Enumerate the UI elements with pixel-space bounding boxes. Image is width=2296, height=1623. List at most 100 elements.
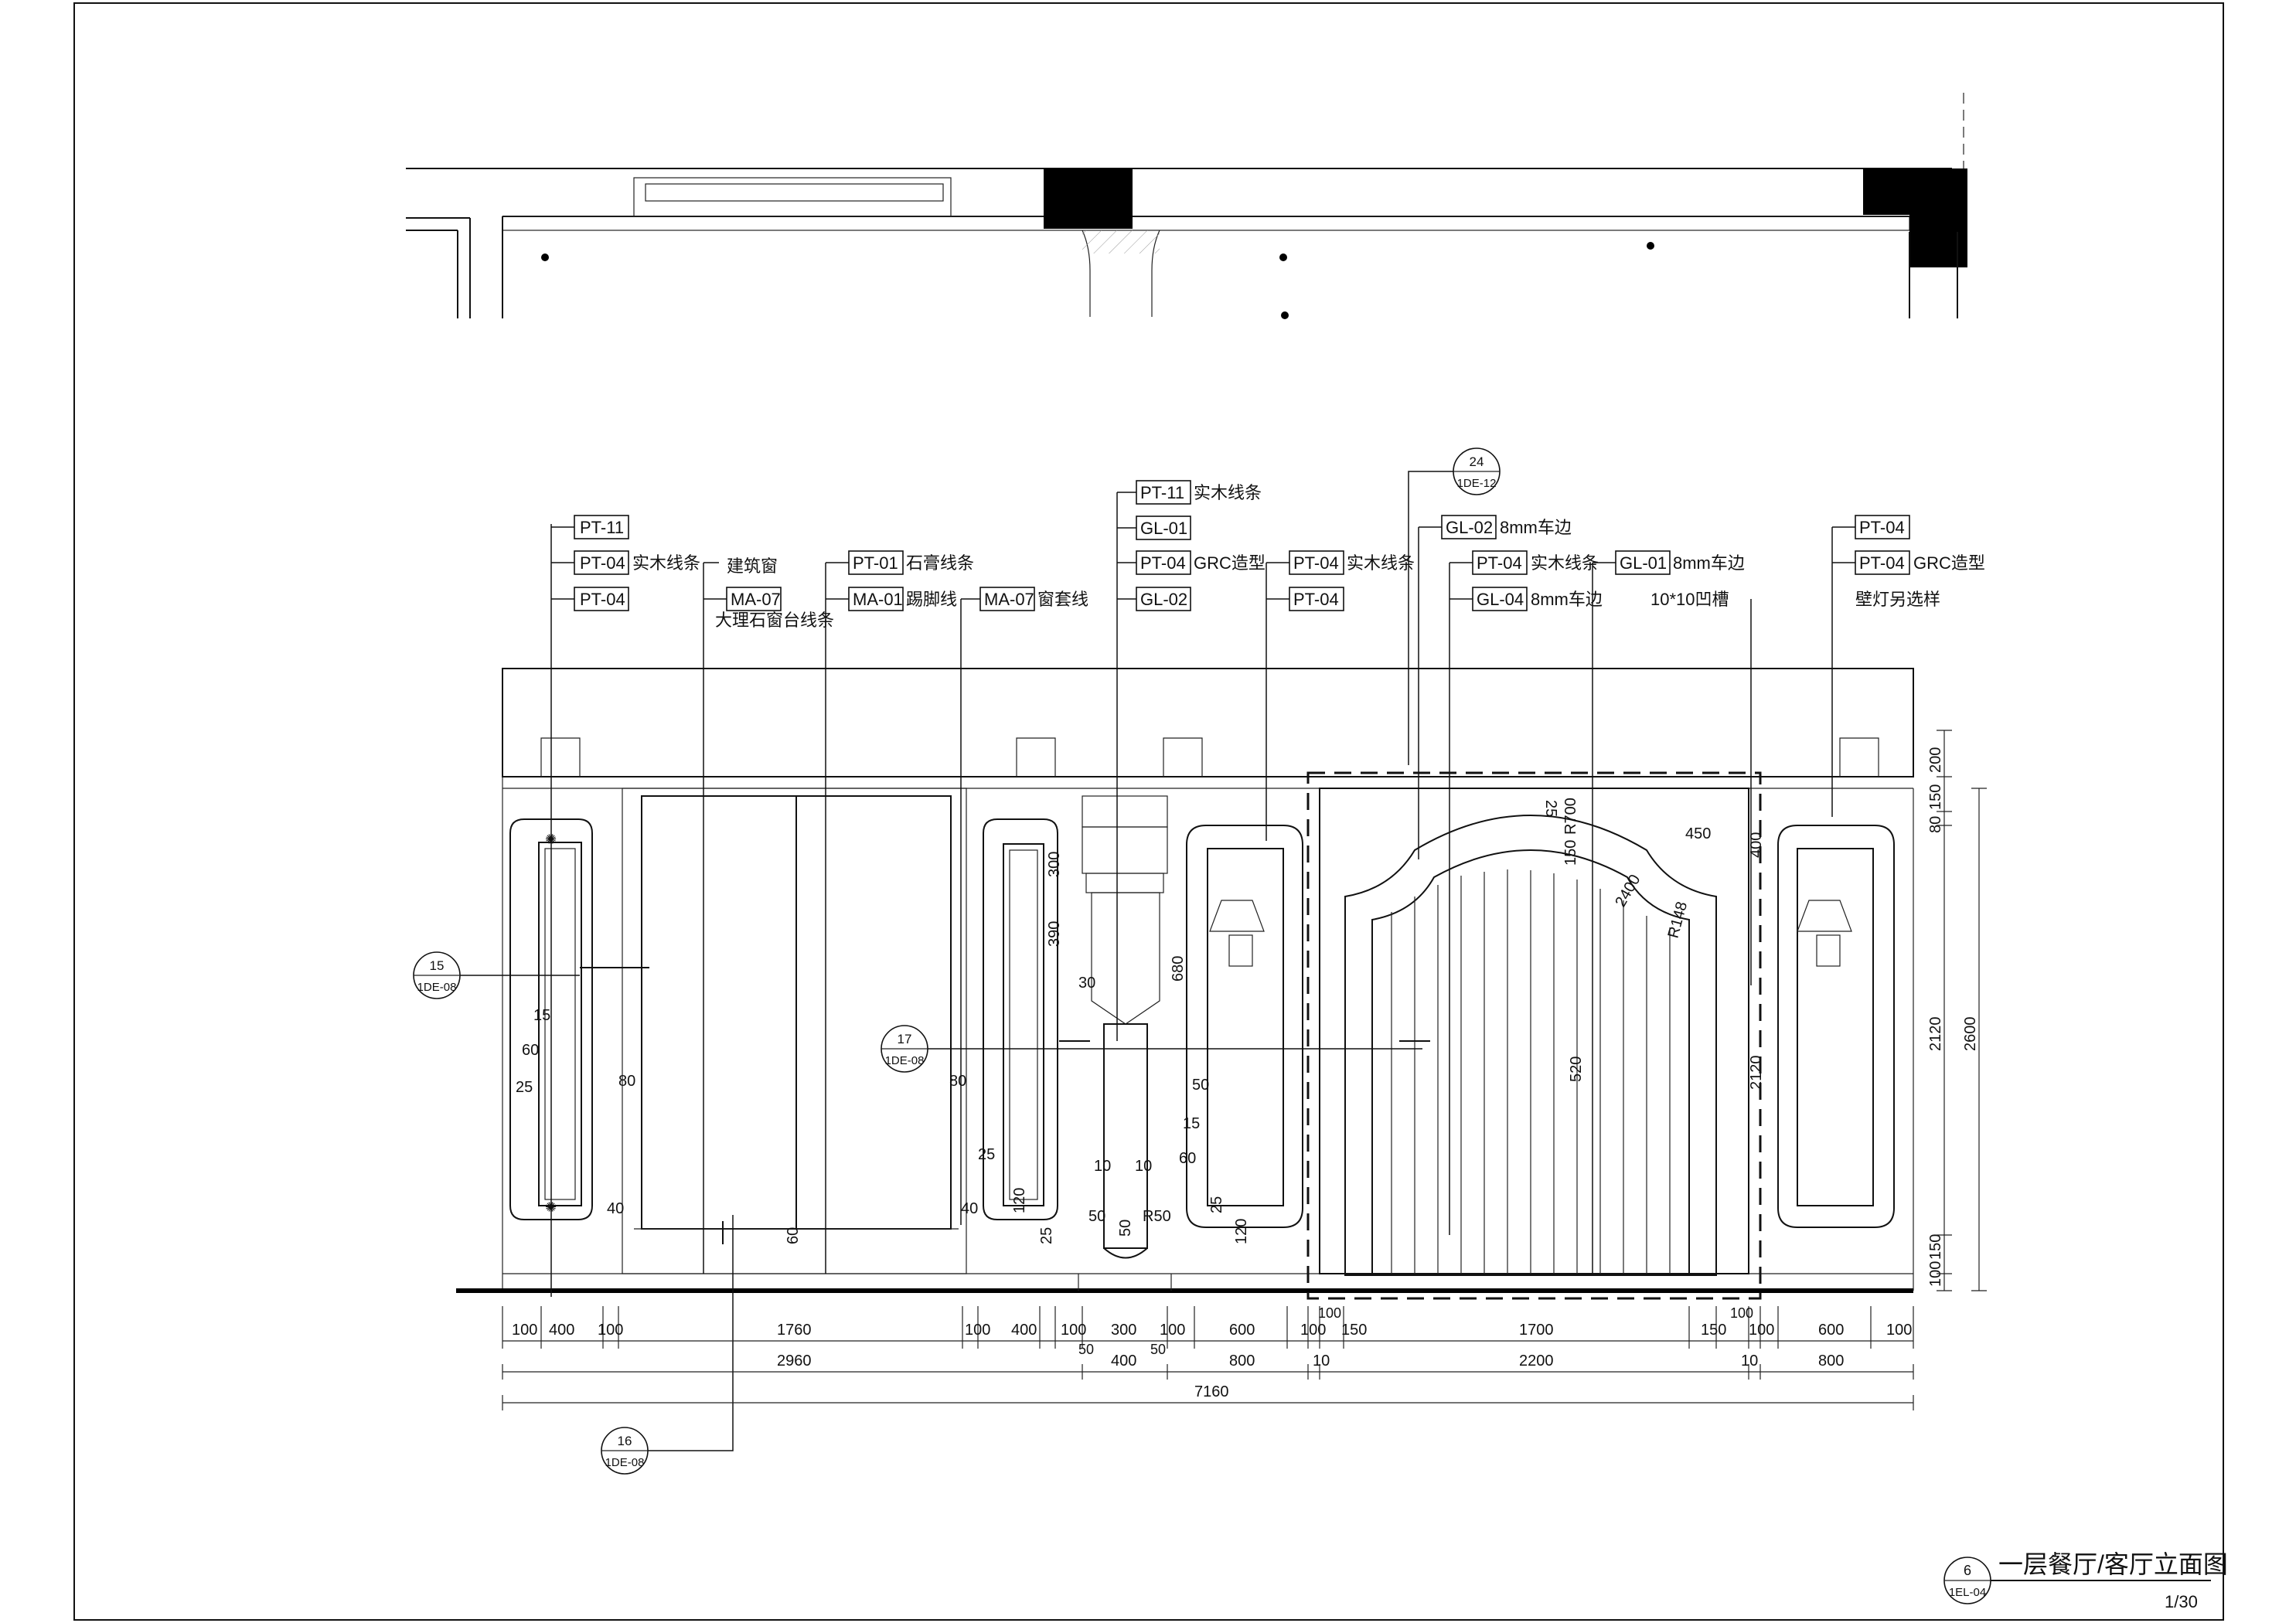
svg-text:2120: 2120	[1927, 1017, 1944, 1052]
tag-note: 实木线条	[1531, 553, 1599, 573]
svg-text:150: 150	[1927, 784, 1944, 810]
material-tag-group-7: GL-02 8mm车边 PT-04 GL-04 实木线条 8mm车边	[1418, 515, 1603, 1235]
svg-text:15: 15	[533, 1007, 550, 1024]
material-tag-group-8: GL-01 8mm车边 10*10凹槽	[1592, 550, 1752, 1274]
svg-text:2960: 2960	[777, 1352, 812, 1370]
svg-text:300: 300	[1111, 1322, 1136, 1339]
arched-gate	[1306, 771, 1762, 1300]
section-ref-24: 24 1DE-12	[1408, 447, 1501, 765]
interior-dimension-labels: 15 60 25 80 40 60 80 40 25 120 25 300 39…	[516, 798, 1765, 1244]
svg-text:1DE-08: 1DE-08	[885, 1054, 925, 1067]
svg-text:50: 50	[1078, 1342, 1094, 1357]
svg-text:400: 400	[1011, 1322, 1037, 1339]
svg-text:60: 60	[522, 1042, 539, 1059]
svg-text:1EL-04: 1EL-04	[1949, 1586, 1986, 1599]
svg-text:120: 120	[1233, 1219, 1250, 1244]
tag-note: 实木线条	[1347, 553, 1415, 573]
tag-label: PT-04	[1477, 553, 1522, 573]
svg-text:800: 800	[1229, 1352, 1255, 1370]
svg-text:600: 600	[1229, 1322, 1255, 1339]
material-tag-group-4: MA-07 窗套线	[960, 587, 1088, 1225]
tag-note: 建筑窗	[727, 556, 778, 576]
dimension-row-2: 2960 400 800 10 2200 10 800	[502, 1352, 1914, 1380]
svg-text:25: 25	[978, 1146, 995, 1163]
tag-label: PT-04	[1293, 590, 1339, 609]
material-tag-group-1: PT-11 PT-04 PT-04 实木线条	[550, 515, 700, 1297]
svg-text:60: 60	[1179, 1150, 1196, 1167]
tag-label: PT-11	[1140, 483, 1184, 502]
tag-note: GRC造型	[1913, 553, 1985, 573]
sheet-border	[73, 2, 2224, 1621]
svg-text:680: 680	[1170, 956, 1187, 982]
svg-text:1760: 1760	[777, 1322, 812, 1339]
tag-label: MA-07	[984, 590, 1034, 609]
svg-text:1DE-12: 1DE-12	[1457, 477, 1497, 490]
svg-text:30: 30	[1078, 975, 1095, 992]
svg-text:150: 150	[1562, 840, 1579, 866]
svg-text:25: 25	[1542, 800, 1559, 817]
svg-text:6: 6	[1964, 1563, 1971, 1578]
material-tag-group-9: PT-04 PT-04 GRC造型 壁灯另选样	[1831, 515, 1985, 817]
tag-label: PT-04	[1293, 553, 1339, 573]
svg-text:100: 100	[1749, 1322, 1774, 1339]
tag-label: PT-04	[1859, 553, 1905, 573]
svg-text:50: 50	[1150, 1342, 1166, 1357]
svg-text:60: 60	[785, 1227, 802, 1244]
tag-note: 踢脚线	[906, 590, 957, 609]
dimension-vertical-right: 200 150 80 2120 150 100 2600	[1927, 730, 1987, 1291]
svg-text:100: 100	[1061, 1322, 1086, 1339]
svg-text:120: 120	[1011, 1188, 1028, 1213]
sconce-panel-right	[1777, 825, 1895, 1228]
tag-note: 8mm车边	[1673, 553, 1745, 573]
title-block: 6 1EL-04 一层餐厅/客厅立面图 1/30	[1943, 1550, 2228, 1611]
section-ref-15: 15 1DE-08	[413, 951, 649, 999]
tag-note: 窗套线	[1037, 590, 1088, 609]
tag-label: GL-02	[1446, 518, 1493, 537]
svg-text:100: 100	[965, 1322, 990, 1339]
svg-text:100: 100	[1886, 1322, 1912, 1339]
svg-text:200: 200	[1927, 747, 1944, 773]
svg-text:1DE-08: 1DE-08	[605, 1456, 645, 1469]
svg-text:10: 10	[1094, 1158, 1111, 1175]
tag-note: GRC造型	[1194, 553, 1266, 573]
svg-text:100: 100	[1318, 1305, 1341, 1321]
tag-label: GL-04	[1477, 590, 1524, 609]
tag-note: 10*10凹槽	[1650, 590, 1729, 609]
decorative-column	[1078, 795, 1172, 1291]
svg-text:50: 50	[1088, 1208, 1105, 1225]
svg-text:50: 50	[1117, 1220, 1134, 1237]
svg-text:17: 17	[898, 1032, 912, 1046]
svg-text:16: 16	[618, 1434, 632, 1448]
svg-text:2400: 2400	[1612, 872, 1644, 910]
svg-text:300: 300	[1046, 852, 1063, 877]
tag-label: PT-04	[1140, 553, 1186, 573]
ceiling-soffit	[502, 668, 1914, 789]
svg-text:25: 25	[1208, 1196, 1225, 1213]
material-tag-group-6: PT-04 PT-04 实木线条	[1266, 550, 1415, 841]
svg-text:100: 100	[1927, 1261, 1944, 1287]
drawing-scale: 1/30	[2165, 1592, 2198, 1611]
column-block	[1044, 168, 1133, 229]
svg-text:100: 100	[1730, 1305, 1753, 1321]
svg-text:520: 520	[1568, 1056, 1585, 1082]
svg-text:1700: 1700	[1519, 1322, 1554, 1339]
wall-panel-middle	[983, 818, 1058, 1220]
svg-text:15: 15	[1183, 1115, 1200, 1132]
section-ref-16: 16 1DE-08	[601, 1215, 734, 1475]
plan-view	[406, 93, 1967, 319]
svg-text:10: 10	[1135, 1158, 1152, 1175]
svg-text:25: 25	[516, 1079, 533, 1096]
tag-label: PT-04	[580, 553, 625, 573]
drawing-title: 一层餐厅/客厅立面图	[1998, 1550, 2228, 1578]
svg-text:400: 400	[549, 1322, 574, 1339]
svg-text:390: 390	[1046, 921, 1063, 947]
svg-text:100: 100	[598, 1322, 623, 1339]
svg-text:R700: R700	[1562, 798, 1579, 835]
svg-text:800: 800	[1818, 1352, 1844, 1370]
tag-note: 石膏线条	[906, 553, 974, 573]
svg-text:2120: 2120	[1748, 1056, 1765, 1091]
svg-text:40: 40	[607, 1200, 624, 1217]
tag-note: 8mm车边	[1500, 518, 1572, 537]
svg-text:10: 10	[1741, 1352, 1758, 1370]
column-block	[1909, 168, 1967, 267]
